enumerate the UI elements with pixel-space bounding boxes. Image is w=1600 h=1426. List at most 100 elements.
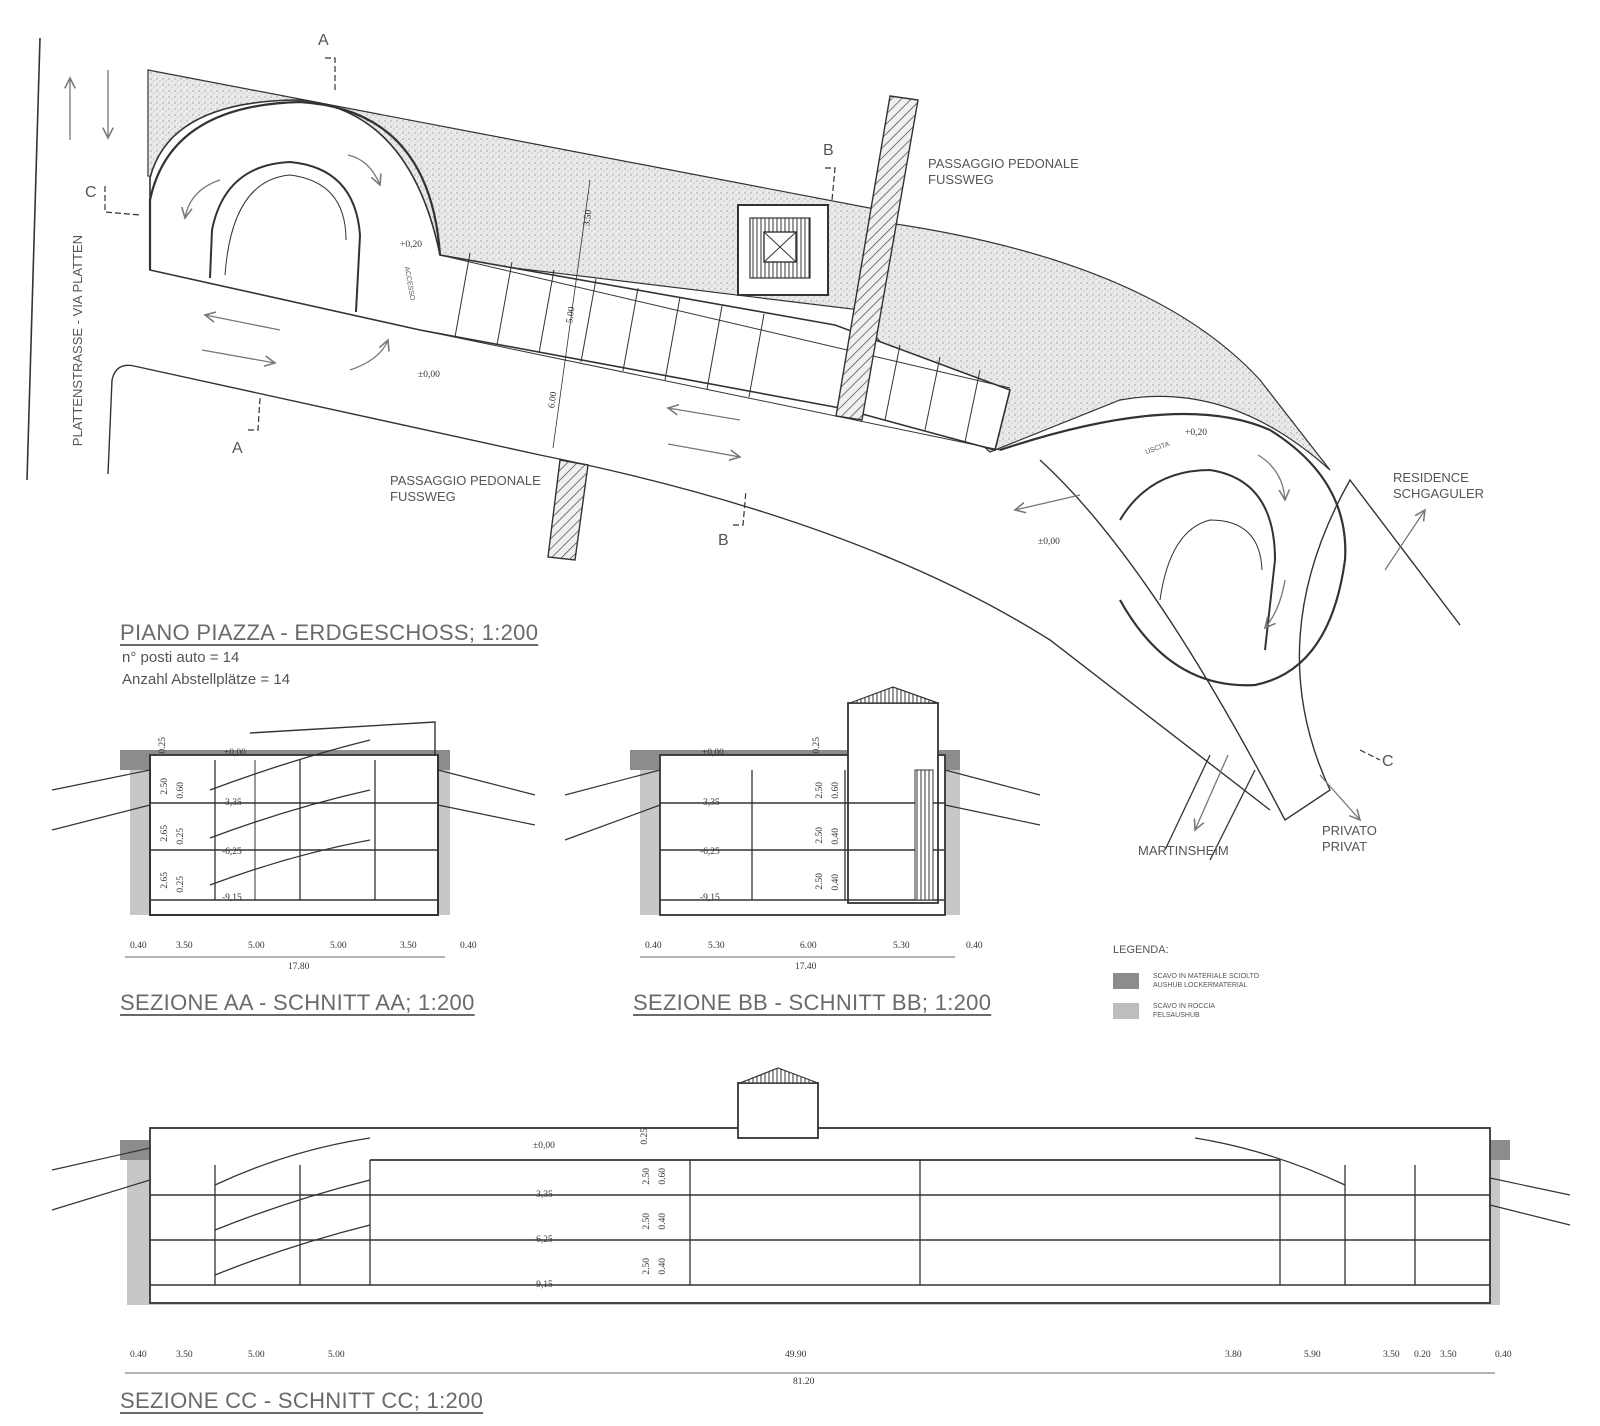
residence-label-2: SCHGAGULER <box>1393 486 1485 501</box>
cut-b-bottom <box>733 489 747 526</box>
cut-b-top <box>825 167 836 201</box>
ramp-left-outer <box>148 100 442 270</box>
bb-dim-4: 0.40 <box>966 941 983 951</box>
level-road-2: ±0,00 <box>1038 537 1060 547</box>
aa-h-3: 2.65 <box>160 825 170 842</box>
residence-label-1: RESIDENCE <box>1393 470 1469 485</box>
legend-swatch-rock <box>1113 1003 1139 1019</box>
bb-h-6: 0.40 <box>831 874 841 891</box>
section-mark-c-right: C <box>1382 753 1394 770</box>
pedestrian-label-bottom-1: PASSAGGIO PEDONALE <box>390 473 541 488</box>
pedestrian-label-top-1: PASSAGGIO PEDONALE <box>928 156 1079 171</box>
section-mark-a-bottom: A <box>232 440 243 457</box>
aa-h-5: 2.65 <box>160 872 170 889</box>
bb-level-0: ±0,00 <box>702 748 724 758</box>
bb-h-1: 2.50 <box>815 782 825 799</box>
aa-dim-5: 0.40 <box>460 941 477 951</box>
cc-dim-5: 3.80 <box>1225 1350 1242 1360</box>
ramp-right-core <box>1159 519 1263 601</box>
ramp-right-inner <box>1119 468 1277 651</box>
plan-title: PIANO PIAZZA - ERDGESCHOSS; 1:200 <box>120 620 539 645</box>
aa-dim-4: 3.50 <box>400 941 417 951</box>
legend-title: LEGENDA: <box>1113 944 1169 956</box>
cc-h-6: 0.40 <box>658 1258 668 1275</box>
bb-total: 17.40 <box>795 962 817 972</box>
cc-h-1: 2.50 <box>642 1168 652 1185</box>
cut-c-right <box>1359 749 1381 761</box>
aa-h-2: 0.60 <box>176 782 186 799</box>
aa-dim-0: 0.40 <box>130 941 147 951</box>
legend-loose-line2: AUSHUB LOCKERMATERIAL <box>1153 982 1248 989</box>
cc-dim-9: 3.50 <box>1440 1350 1457 1360</box>
bb-h-4: 0.40 <box>831 828 841 845</box>
cc-level-0: ±0,00 <box>533 1141 555 1151</box>
site-plan <box>26 37 1461 861</box>
aa-dim-1: 3.50 <box>176 941 193 951</box>
street-edge-left <box>26 37 41 481</box>
cc-level-1: -3,35 <box>533 1190 553 1200</box>
level-ramp-in: +0,20 <box>400 240 422 250</box>
bb-dim-3: 5.30 <box>893 941 910 951</box>
bb-level-3: -9,15 <box>700 893 720 903</box>
bb-level-2: -6,25 <box>700 847 720 857</box>
section-mark-c-left: C <box>85 184 97 201</box>
cc-dim-3: 5.00 <box>328 1350 345 1360</box>
section-mark-b-bottom: B <box>718 532 729 549</box>
cc-h-4: 0.40 <box>658 1213 668 1230</box>
level-ramp-out: +0,20 <box>1185 428 1207 438</box>
bb-h-2: 0.60 <box>831 782 841 799</box>
section-cc-drawing <box>51 1067 1571 1374</box>
pedestrian-label-bottom-2: FUSSWEG <box>390 489 456 504</box>
pedestrian-path-top <box>835 95 919 421</box>
cc-h-2: 0.60 <box>658 1168 668 1185</box>
cc-total: 81.20 <box>793 1377 815 1387</box>
aa-h-4: 0.25 <box>176 828 186 845</box>
section-cc-title: SEZIONE CC - SCHNITT CC; 1:200 <box>120 1388 484 1413</box>
aa-dim-3: 5.00 <box>330 941 347 951</box>
cc-dim-1: 3.50 <box>176 1350 193 1360</box>
bb-h-5: 2.50 <box>815 873 825 890</box>
aa-h-6: 0.25 <box>176 876 186 893</box>
ramp-left-inner <box>209 160 362 313</box>
plan-parking-count-de: Anzahl Abstellplätze = 14 <box>122 671 291 688</box>
bb-level-1: -3,35 <box>700 798 720 808</box>
legend-rock-line1: SCAVO IN ROCCIA <box>1153 1003 1216 1010</box>
legend-rock-line2: FELSAUSHUB <box>1153 1012 1200 1019</box>
pedestrian-label-top-2: FUSSWEG <box>928 172 994 187</box>
cc-h-0: 0.25 <box>640 1128 650 1145</box>
cc-dim-8: 0.20 <box>1414 1350 1431 1360</box>
cc-dim-0: 0.40 <box>130 1350 147 1360</box>
aa-total: 17.80 <box>288 962 310 972</box>
section-aa-drawing <box>51 721 536 958</box>
cc-dim-6: 5.90 <box>1304 1350 1321 1360</box>
street-curb <box>107 364 1271 811</box>
section-mark-a-top: A <box>318 32 329 49</box>
section-aa-title: SEZIONE AA - SCHNITT AA; 1:200 <box>120 990 475 1015</box>
cc-h-3: 2.50 <box>642 1213 652 1230</box>
bb-dim-2: 6.00 <box>800 941 817 951</box>
cut-c-left <box>104 186 141 216</box>
private-label-2: PRIVAT <box>1322 839 1368 854</box>
pedestrian-path-bottom <box>547 459 589 561</box>
aa-h-1: 2.50 <box>160 778 170 795</box>
section-bb-drawing <box>564 686 1041 958</box>
parking-bays <box>419 252 1011 451</box>
cc-dim-2: 5.00 <box>248 1350 265 1360</box>
cut-a-top <box>325 57 336 92</box>
road-right <box>1039 459 1461 822</box>
bb-h-0: 0.25 <box>812 737 822 754</box>
aa-level-2: -6,25 <box>222 847 242 857</box>
bb-h-3: 2.50 <box>815 827 825 844</box>
bb-dim-0: 0.40 <box>645 941 662 951</box>
cc-dim-10: 0.40 <box>1495 1350 1512 1360</box>
bb-dim-1: 5.30 <box>708 941 725 951</box>
martinsheim-label: MARTINSHEIM <box>1138 843 1229 858</box>
level-road: ±0,00 <box>418 370 440 380</box>
section-mark-b-top: B <box>823 142 834 159</box>
ramp-right-outer <box>999 412 1347 687</box>
cc-h-5: 2.50 <box>642 1258 652 1275</box>
private-label-1: PRIVATO <box>1322 823 1377 838</box>
traffic-arrows <box>70 70 1425 830</box>
